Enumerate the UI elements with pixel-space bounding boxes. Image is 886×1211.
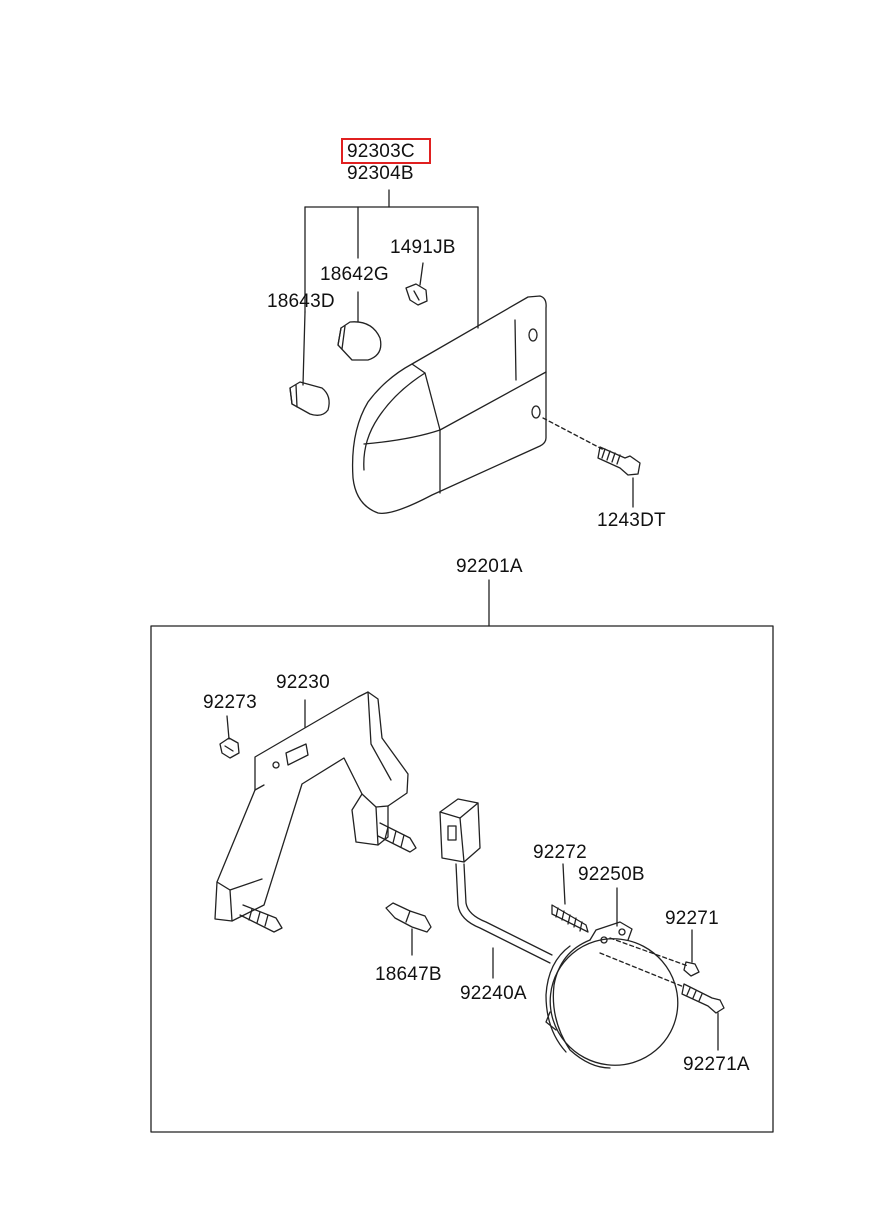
spring-92272 bbox=[551, 863, 589, 933]
label-92304b[interactable]: 92304B bbox=[347, 163, 414, 184]
label-92272[interactable]: 92272 bbox=[533, 842, 587, 863]
bracket-92230 bbox=[214, 691, 417, 933]
label-18642g[interactable]: 18642G bbox=[320, 264, 389, 285]
upper-leader-lines bbox=[302, 189, 634, 508]
label-92303c[interactable]: 92303C bbox=[347, 141, 415, 162]
label-92201a[interactable]: 92201A bbox=[456, 556, 523, 577]
label-92250b[interactable]: 92250B bbox=[578, 864, 645, 885]
label-18643d[interactable]: 18643D bbox=[267, 291, 335, 312]
assembly-box bbox=[150, 579, 774, 1133]
socket-18647b bbox=[385, 902, 432, 956]
label-92230[interactable]: 92230 bbox=[276, 672, 330, 693]
label-18647b[interactable]: 18647B bbox=[375, 964, 442, 985]
selected-part-highlight bbox=[341, 138, 431, 164]
label-92273[interactable]: 92273 bbox=[203, 692, 257, 713]
screw-1243dt bbox=[542, 417, 641, 476]
screw-92271 bbox=[609, 929, 700, 977]
harness-92240a bbox=[439, 798, 553, 979]
side-lamp-lens bbox=[351, 295, 547, 515]
label-1491jb[interactable]: 1491JB bbox=[390, 237, 456, 258]
nut-92273 bbox=[219, 715, 240, 759]
bulb-18643d bbox=[289, 381, 330, 416]
label-92240a[interactable]: 92240A bbox=[460, 983, 527, 1004]
label-1243dt[interactable]: 1243DT bbox=[597, 510, 666, 531]
label-92271[interactable]: 92271 bbox=[665, 908, 719, 929]
screw-92271a bbox=[599, 952, 725, 1051]
clip-1491jb bbox=[405, 283, 428, 306]
bulb-18642g bbox=[337, 321, 382, 361]
label-92271a[interactable]: 92271A bbox=[683, 1054, 750, 1075]
fog-lamp-92250b bbox=[545, 887, 679, 1069]
